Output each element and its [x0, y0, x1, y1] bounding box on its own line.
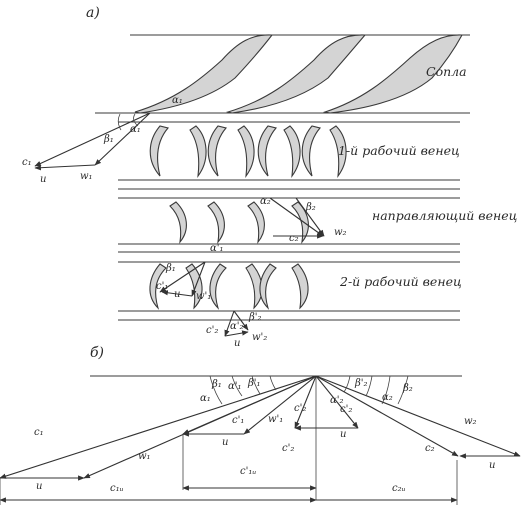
u3: u: [234, 338, 241, 349]
b-c2: c₂: [425, 443, 435, 454]
c1-prime: c'₁: [156, 281, 169, 292]
u2: u: [174, 289, 181, 300]
w2-prime: w'₂: [252, 332, 268, 343]
beta1: β₁: [104, 134, 114, 145]
b-beta2-prime: β'₂: [355, 378, 368, 389]
b-c1u-prime: c'₁ᵤ: [240, 466, 257, 477]
inlet-velocity-triangle: [34, 112, 151, 171]
rotor-row-2: [118, 261, 460, 321]
alpha1-prime: α'₁: [210, 243, 224, 254]
nozzle-row: [130, 34, 470, 114]
b-c1u: c₁ᵤ: [110, 483, 124, 494]
b-beta2: β₂: [403, 383, 413, 394]
b-c2u: c₂ᵤ: [392, 483, 406, 494]
b-alpha2-prime: α'₂: [330, 395, 344, 406]
b-w2: w₂: [464, 416, 477, 427]
b-alpha2: α₂: [382, 392, 393, 403]
row1-label: 1-й рабочий венец: [338, 143, 460, 158]
b-w1-prime: w'₁: [268, 414, 284, 425]
b-w1: w₁: [138, 451, 151, 462]
w1: w₁: [80, 171, 93, 182]
row2-label: 2-й рабочий венец: [340, 274, 462, 289]
alpha1-left: α₁: [130, 124, 141, 135]
b-u-bottom: u: [36, 481, 43, 492]
rotor-row-1-blades: [149, 125, 347, 178]
c2: c₂: [289, 233, 299, 244]
w2: w₂: [334, 227, 347, 238]
beta2-prime: β'₂: [249, 312, 262, 323]
panel-b-label: б): [90, 345, 105, 361]
alpha2-prime: α'₂: [230, 321, 244, 332]
row2-velocity-triangle: [159, 261, 206, 297]
beta2: β₂: [306, 202, 316, 213]
panel-a-label: а): [86, 5, 100, 21]
c2-prime: c'₂: [206, 325, 219, 336]
alpha1-top: α₁: [172, 95, 183, 106]
b-u-right: u: [489, 460, 496, 471]
c1: c₁: [22, 157, 32, 168]
beta1-prime: β₁: [166, 263, 176, 274]
u1: u: [40, 174, 47, 185]
w1-prime: w'₁: [196, 291, 212, 302]
outlet-velocity-triangle: [224, 310, 249, 337]
b-c2-prime-left: c'₂: [282, 443, 295, 454]
guide-row: [118, 197, 460, 253]
alpha2: α₂: [260, 196, 271, 207]
guide-velocity-triangle: [269, 197, 325, 239]
b-c2-prime-a: c'₂: [294, 403, 307, 414]
b-alpha1-prime: α'₁: [228, 381, 242, 392]
rotor-row-1: [95, 112, 470, 190]
b-c1: c₁: [34, 427, 44, 438]
b-u-mid: u: [222, 437, 229, 448]
b-beta1: β₁: [212, 379, 222, 390]
nozzles-label: Сопла: [426, 64, 467, 79]
velocity-diagram: [0, 375, 521, 505]
b-beta1-prime: β'₁: [248, 378, 261, 389]
b-alpha1: α₁: [200, 393, 211, 404]
b-u-right-mid: u: [340, 429, 347, 440]
b-c1-prime: c'₁: [232, 415, 245, 426]
guide-label: направляющий венец: [372, 208, 518, 223]
b-c2-prime-b: c'₂: [340, 404, 353, 415]
